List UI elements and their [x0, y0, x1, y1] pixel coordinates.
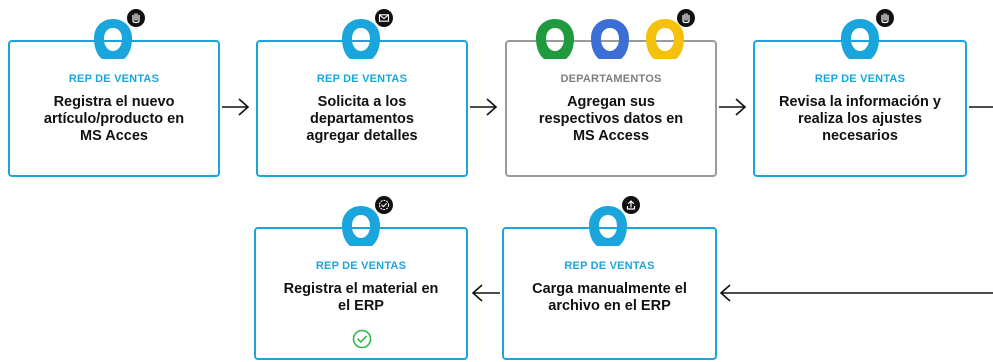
step-description: Registra el nuevo artículo/producto en M…	[16, 94, 212, 145]
step-description-line: Registra el material en	[283, 281, 439, 297]
step-description-line: MS Acces	[80, 128, 148, 144]
person-icon	[589, 206, 627, 246]
person-icon-blue	[591, 19, 629, 59]
hand-icon	[127, 9, 145, 27]
arrow-step2-to-step3	[470, 98, 498, 116]
step-description-line: MS Access	[572, 128, 650, 144]
person-icon	[94, 19, 132, 59]
check-badge-icon	[375, 196, 393, 214]
upload-icon	[622, 196, 640, 214]
step-description-line: Carga manualmente el	[532, 281, 687, 297]
arrow-step1-to-step2	[222, 98, 250, 116]
step-role: REP DE VENTAS	[564, 260, 655, 272]
step-role: REP DE VENTAS	[315, 260, 407, 272]
step-role: REP DE VENTAS	[68, 73, 160, 85]
step-description-line: necesarios	[822, 128, 898, 144]
step-box-registra-articulo: REP DE VENTAS Registra el nuevo artículo…	[8, 40, 220, 177]
step-description: Carga manualmente el archivo en el ERP	[510, 281, 709, 315]
step-role: REP DE VENTAS	[814, 73, 906, 85]
step-box-departamentos-agregan: DEPARTAMENTOS Agregan sus respectivos da…	[505, 40, 717, 177]
step-description-line: Registra el nuevo	[53, 94, 175, 110]
arrow-step3-to-step4	[719, 98, 747, 116]
mail-icon	[375, 9, 393, 27]
step-role: REP DE VENTAS	[316, 73, 408, 85]
step-description: Registra el material en el ERP	[262, 281, 460, 315]
step-description-line: realiza los ajustes	[797, 111, 923, 127]
person-icon	[342, 206, 380, 246]
step-description-line: agregar detalles	[306, 128, 418, 144]
person-icon	[342, 19, 380, 59]
arrow-step4-offpage	[969, 106, 993, 108]
check-circle-icon	[352, 329, 372, 349]
step-description-line: Agregan sus	[567, 94, 655, 110]
arrow-return-to-step5	[719, 284, 993, 302]
person-icon-green	[536, 19, 574, 59]
step-box-registra-material: REP DE VENTAS Registra el material en el…	[254, 227, 468, 360]
step-description-line: departamentos	[310, 111, 414, 127]
step-description-line: Solicita a los	[317, 94, 407, 110]
step-description-line: artículo/producto en	[43, 111, 185, 127]
person-icon-yellow	[646, 19, 684, 59]
step-box-revisa-informacion: REP DE VENTAS Revisa la información y re…	[753, 40, 967, 177]
hand-icon	[876, 9, 894, 27]
step-description: Agregan sus respectivos datos en MS Acce…	[513, 94, 709, 145]
step-box-carga-archivo: REP DE VENTAS Carga manualmente el archi…	[502, 227, 717, 360]
step-role: DEPARTAMENTOS	[560, 73, 662, 85]
person-icon	[841, 19, 879, 59]
arrow-step5-to-step6	[471, 284, 500, 302]
step-description-line: el ERP	[338, 298, 384, 314]
step-description: Solicita a los departamentos agregar det…	[264, 94, 460, 145]
step-box-solicita-departamentos: REP DE VENTAS Solicita a los departament…	[256, 40, 468, 177]
step-description: Revisa la información y realiza los ajus…	[761, 94, 959, 145]
hand-icon	[677, 9, 695, 27]
step-description-line: Revisa la información y	[779, 94, 941, 110]
step-description-line: respectivos datos en	[538, 111, 684, 127]
step-description-line: archivo en el ERP	[548, 298, 671, 314]
